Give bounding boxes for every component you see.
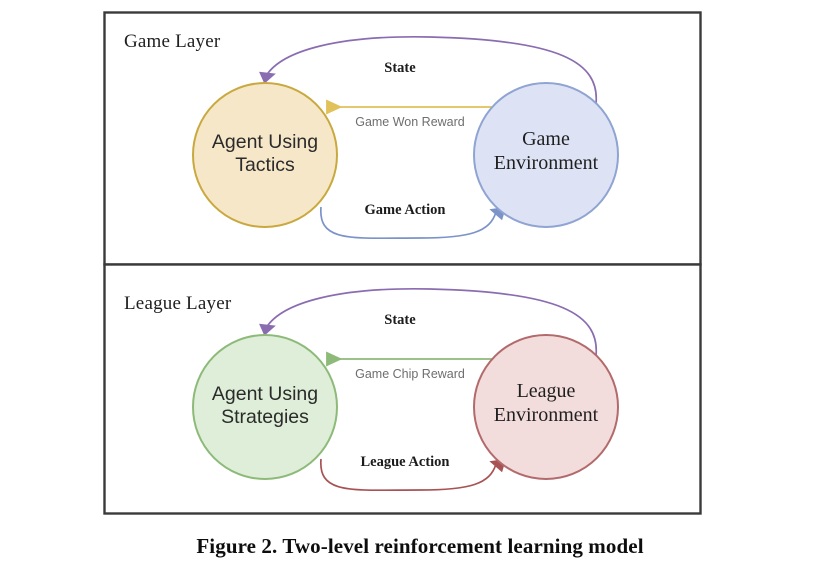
game-environment-label-line1: Game [522, 128, 570, 150]
league-environment-node[interactable] [473, 334, 619, 480]
league-environment-label-line2: Environment [493, 404, 599, 426]
league-agent-node[interactable] [192, 334, 338, 480]
game-environment-label-line2: Environment [493, 152, 599, 174]
league-action-label: League Action [360, 454, 450, 470]
league-state-arrow [259, 287, 598, 357]
game-action-label: Game Action [364, 202, 446, 218]
league-agent-label-line2: Strategies [221, 406, 309, 428]
figure-caption: Figure 2. Two-level reinforcement learni… [196, 534, 644, 558]
game-agent-node[interactable] [192, 82, 338, 228]
game-reward-label: Game Won Reward [355, 115, 465, 129]
league-state-label: State [384, 312, 416, 328]
game-state-label: State [384, 60, 416, 76]
league-reward-label: Game Chip Reward [355, 367, 465, 381]
game-environment-node[interactable] [473, 82, 619, 228]
league-action-arrow [320, 458, 507, 492]
game-agent-label-line1: Agent Using [211, 131, 319, 153]
game-agent-label-line2: Tactics [235, 154, 295, 176]
league-agent-label-line1: Agent Using [211, 383, 319, 405]
league-layer-title: League Layer [124, 293, 232, 314]
league-environment-label-line1: League [516, 380, 576, 402]
game-layer-title: Game Layer [124, 31, 221, 52]
game-state-arrow [259, 35, 598, 105]
game-action-arrow [320, 206, 507, 240]
